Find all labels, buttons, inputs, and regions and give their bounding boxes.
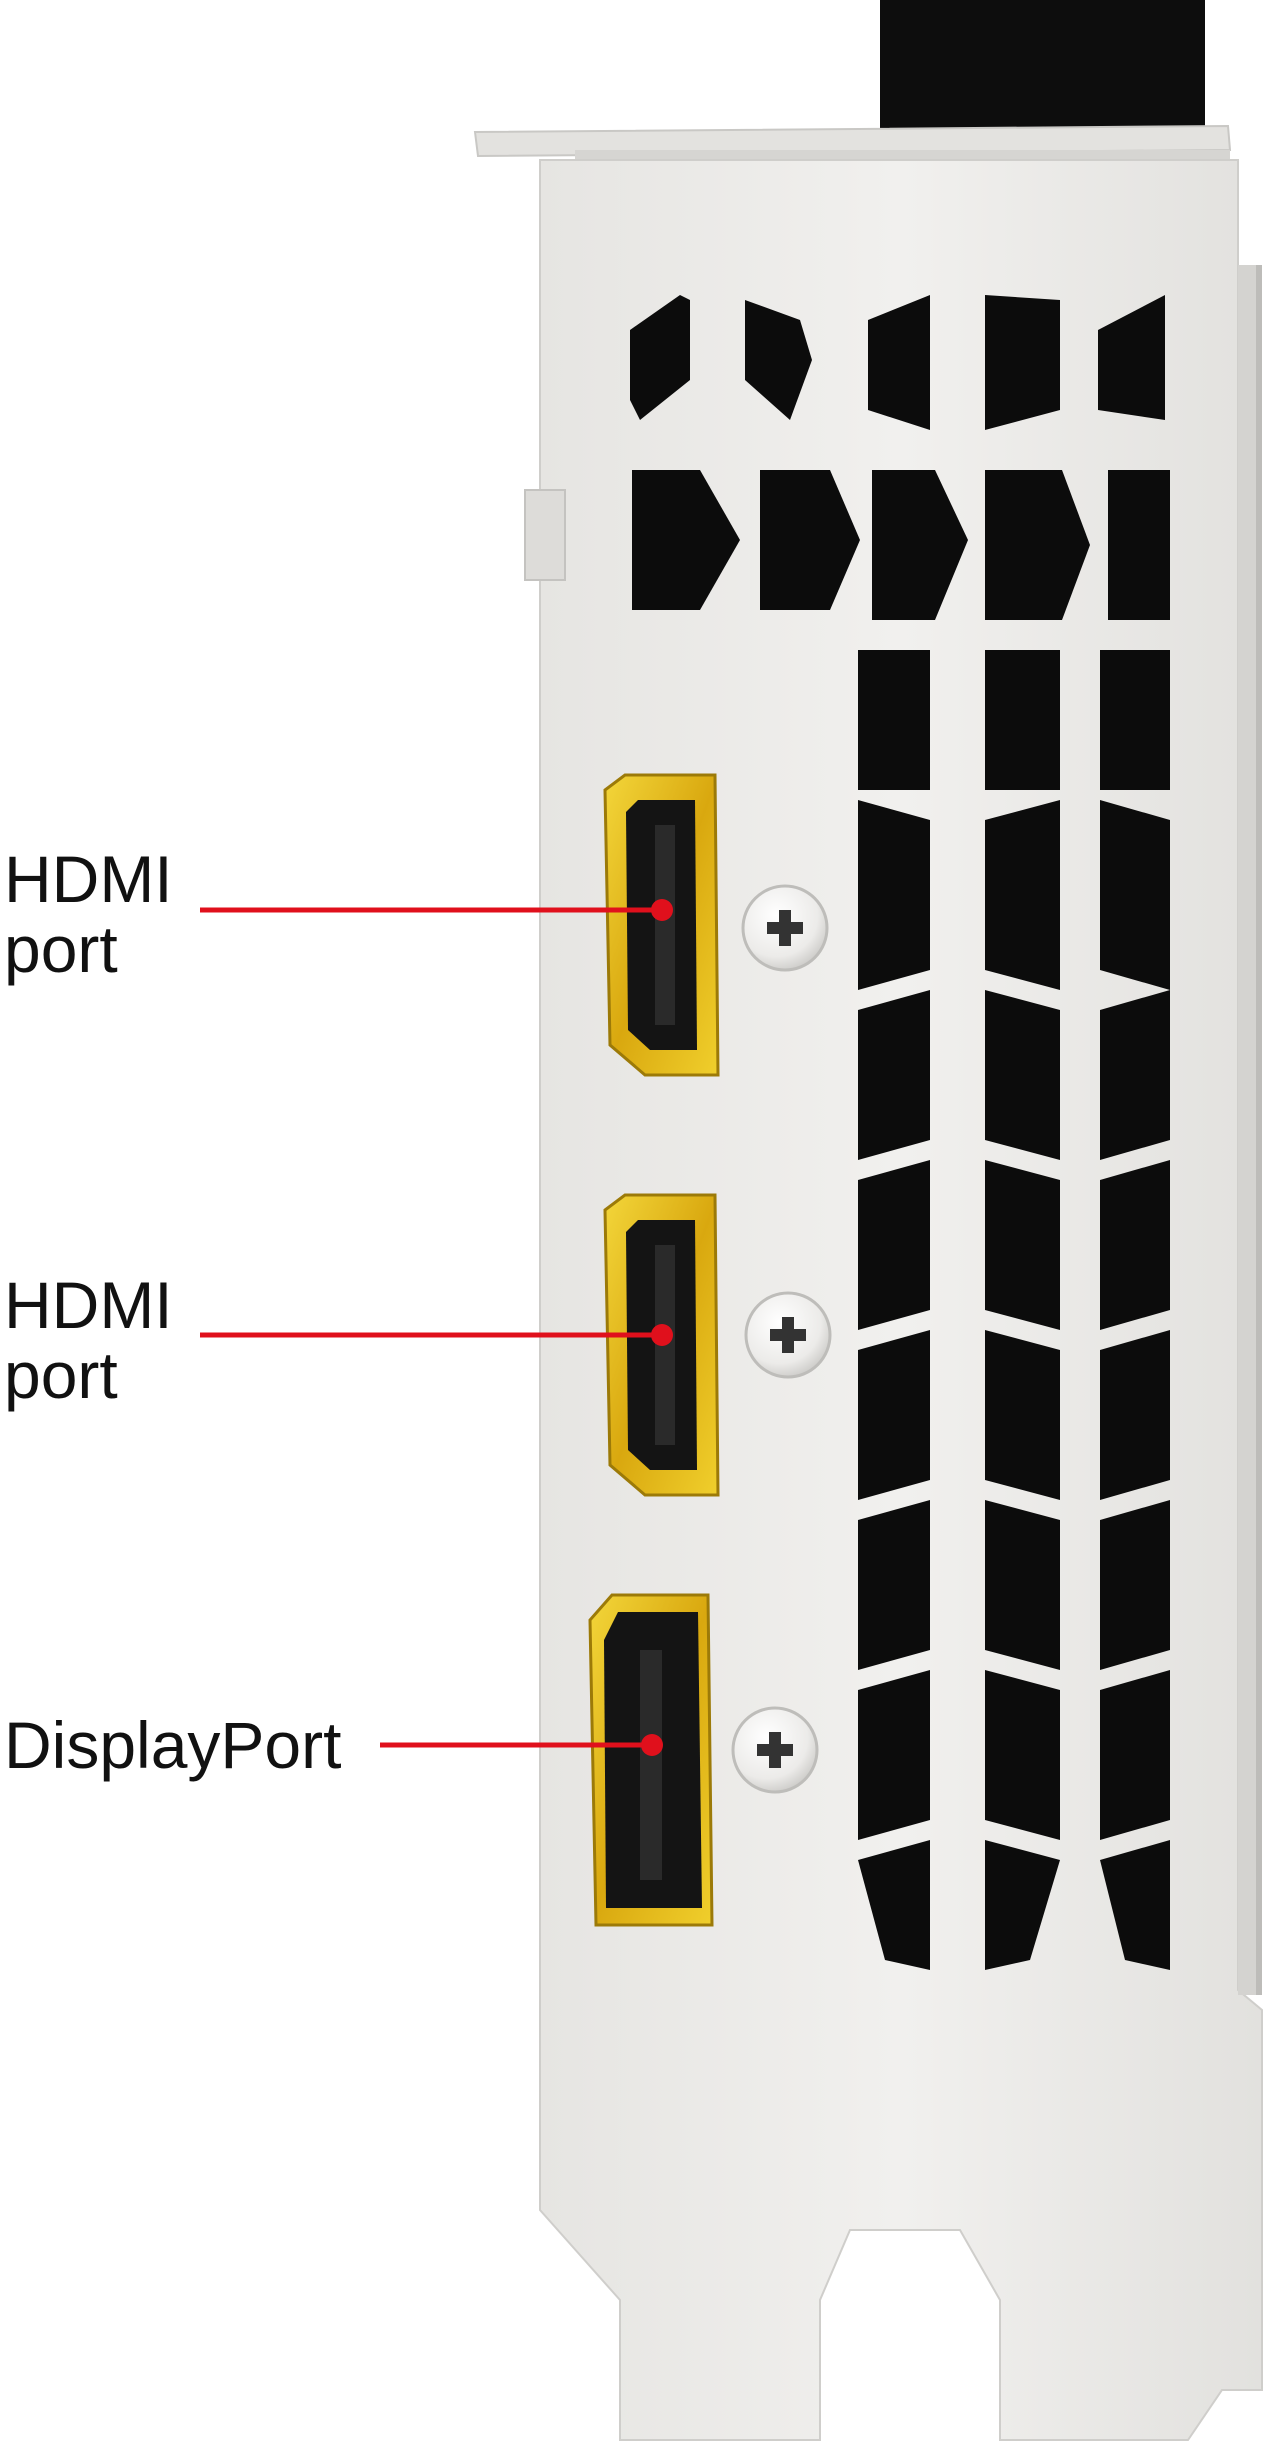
bracket-side-rail-edge <box>1256 265 1262 1995</box>
hdmi-top-label-line1: HDMI <box>4 842 173 916</box>
leader-dot-hdmi-top <box>651 899 673 921</box>
screw-middle <box>744 1291 832 1379</box>
vent-icon <box>630 295 1170 1970</box>
leader-lines <box>200 907 662 1748</box>
leader-dot-displayport <box>641 1734 663 1756</box>
fan-shroud-top <box>880 0 1205 150</box>
bracket-side-rail <box>1238 265 1256 1995</box>
hdmi-top-label-line2: port <box>4 912 118 986</box>
screw-bottom <box>731 1706 819 1794</box>
hdmi-middle-label-line2: port <box>4 1338 118 1412</box>
screw-top <box>741 884 829 972</box>
bracket-side-tab <box>524 489 566 581</box>
hdmi-middle-label-line1: HDMI <box>4 1268 173 1342</box>
hdmi-port-top <box>603 773 720 1077</box>
leader-dots <box>641 899 673 1756</box>
leader-dot-hdmi-middle <box>651 1324 673 1346</box>
displayport-label: DisplayPort <box>4 1708 342 1782</box>
displayport-bottom <box>588 1593 714 1927</box>
